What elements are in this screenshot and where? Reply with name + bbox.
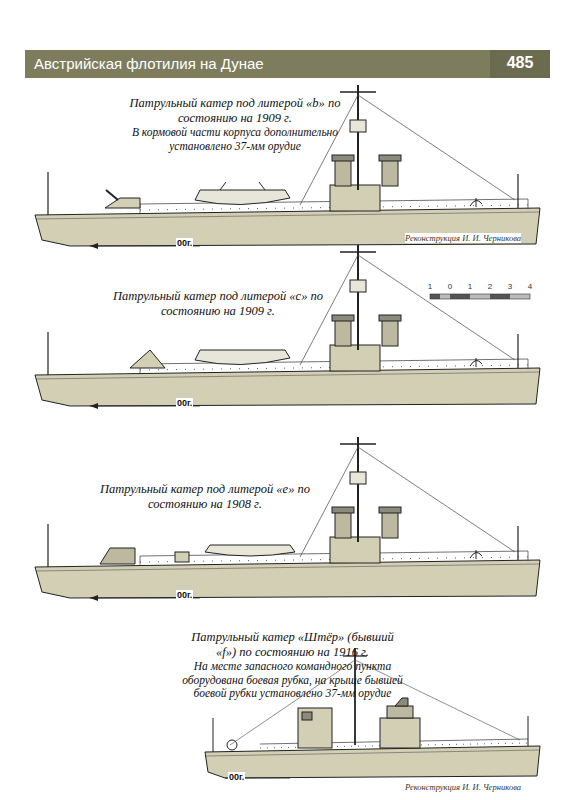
- credit: Реконструкция И. И. Черникова: [405, 233, 521, 243]
- scale-number: 3: [506, 282, 514, 291]
- scale-number: 2: [486, 282, 494, 291]
- header-band: [25, 50, 550, 78]
- caption: Патрульный катер под литерой «e» по сост…: [90, 482, 320, 512]
- caption-note: На месте запасного командного пункта обо…: [170, 660, 415, 701]
- credit: Реконструкция И. И. Черникова: [405, 782, 521, 792]
- waterline-mark: 00г.: [176, 238, 193, 248]
- scale-number: 1: [466, 282, 474, 291]
- patrol-boat-e: [35, 437, 540, 601]
- waterline-mark: 00г.: [228, 772, 245, 782]
- caption: Патрульный катер под литерой «b» по сост…: [110, 96, 360, 126]
- patrol-boat-c: [35, 245, 540, 409]
- scale-bar: [430, 294, 530, 299]
- page-number: 485: [494, 54, 546, 72]
- scale-number: 4: [526, 282, 534, 291]
- caption-note: В кормовой части корпуса дополнительно у…: [100, 126, 370, 153]
- waterline-mark: 00г.: [176, 398, 193, 408]
- running-head: Австрийская флотилия на Дунае: [34, 55, 264, 72]
- caption: Патрульный катер под литерой «c» по сост…: [98, 289, 338, 319]
- scale-number: 1: [426, 282, 434, 291]
- scale-number: 0: [446, 282, 454, 291]
- caption: Патрульный катер «Штёр» (бывший «f») по …: [185, 630, 400, 660]
- patrol-boat-b: [35, 85, 540, 249]
- waterline-mark: 00г.: [176, 590, 193, 600]
- page-number-band: [490, 50, 550, 78]
